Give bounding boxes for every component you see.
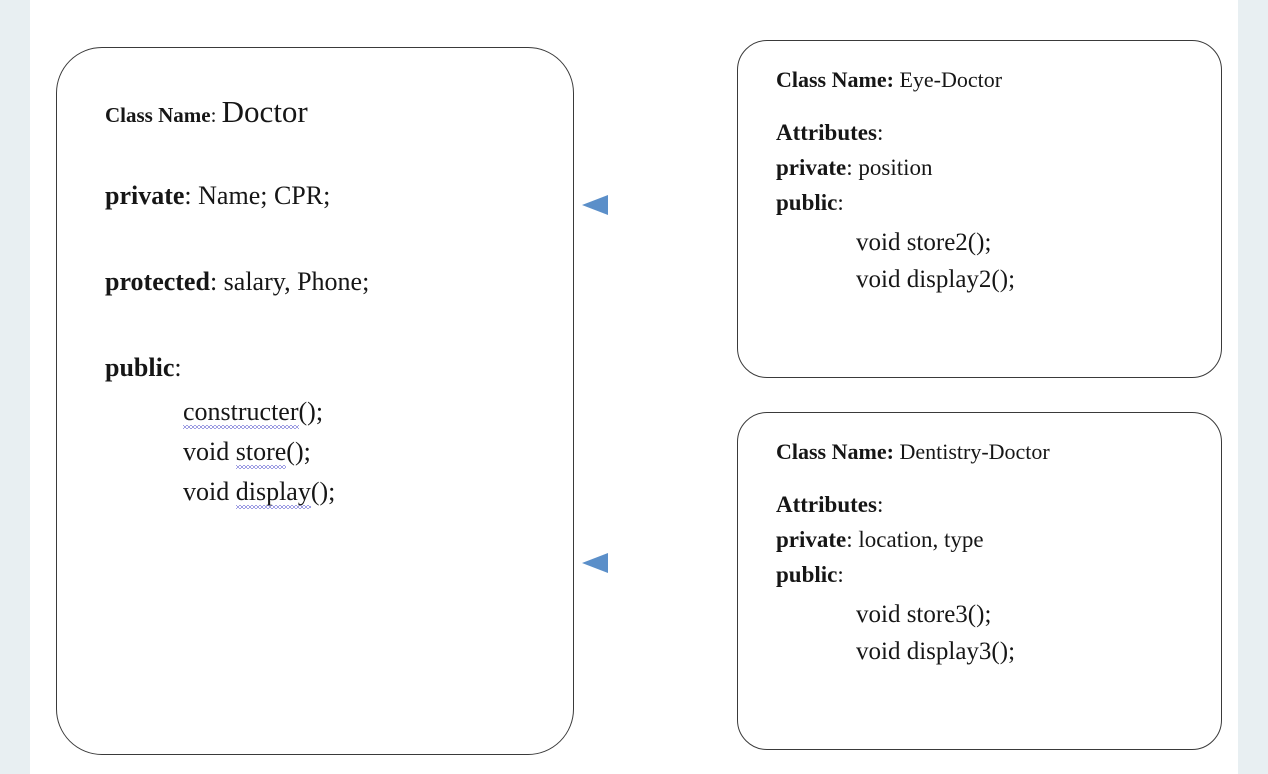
doctor-method-constructer: constructer(); <box>183 397 573 429</box>
doctor-protected-label: protected <box>105 267 210 296</box>
doctor-public-line: public: <box>105 355 573 381</box>
doctor-method-display-suffix: (); <box>310 477 336 506</box>
doctor-protected-value: salary, Phone; <box>223 267 370 296</box>
class-box-eye-doctor[interactable]: Class Name: Eye-Doctor Attributes: priva… <box>737 40 1222 378</box>
eye-attributes-separator: : <box>876 120 884 145</box>
doctor-public-separator: : <box>174 353 182 382</box>
eye-class-name-value: Eye-Doctor <box>893 67 1003 92</box>
doctor-method-display-name: display <box>235 477 311 509</box>
doctor-method-constructer-suffix: (); <box>298 397 324 426</box>
doctor-class-name-label: Class Name <box>105 103 211 127</box>
doctor-method-store-suffix: (); <box>286 437 311 466</box>
class-box-dentistry-doctor[interactable]: Class Name: Dentistry-Doctor Attributes:… <box>737 412 1222 750</box>
doctor-class-name-value: Doctor <box>221 94 308 129</box>
dentistry-attributes-line: Attributes: <box>776 493 1221 516</box>
doctor-public-label: public <box>105 353 175 382</box>
eye-public-line: public: <box>776 191 1221 214</box>
eye-public-separator: : <box>837 190 844 215</box>
eye-class-name-label: Class Name: <box>776 67 894 92</box>
doctor-method-display-prefix: void <box>183 477 236 506</box>
doctor-method-display: void display(); <box>183 477 573 509</box>
class-box-eye-doctor-content: Class Name: Eye-Doctor Attributes: priva… <box>738 41 1221 377</box>
dentistry-class-name-label: Class Name: <box>776 439 894 464</box>
doctor-private-line: private: Name; CPR; <box>105 183 573 209</box>
dentistry-method-store3: void store3(); <box>856 601 992 628</box>
eye-method-store2: void store2(); <box>856 229 992 256</box>
arrow-eye-doctor-to-doctor <box>580 190 740 220</box>
dentistry-attributes-label: Attributes <box>776 492 877 517</box>
eye-private-value: position <box>852 155 933 180</box>
eye-method-display2: void display2(); <box>856 266 1016 293</box>
doctor-private-label: private <box>105 181 185 210</box>
doctor-method-constructer-name: constructer <box>183 397 299 429</box>
eye-attributes-label: Attributes <box>776 120 877 145</box>
doctor-class-name-line: Class Name: Doctor <box>105 96 573 127</box>
arrow-dentistry-doctor-to-doctor <box>580 548 740 578</box>
doctor-private-separator: : <box>184 181 192 210</box>
dentistry-attributes-separator: : <box>876 492 884 517</box>
dentistry-private-separator: : <box>846 527 853 552</box>
dentistry-private-label: private <box>776 527 847 552</box>
dentistry-class-name-line: Class Name: Dentistry-Doctor <box>776 441 1221 463</box>
dentistry-public-line: public: <box>776 563 1221 586</box>
class-box-dentistry-doctor-content: Class Name: Dentistry-Doctor Attributes:… <box>738 413 1221 749</box>
dentistry-private-value: location, type <box>852 527 984 552</box>
eye-attributes-line: Attributes: <box>776 121 1221 144</box>
doctor-method-store-prefix: void <box>183 437 236 466</box>
dentistry-method-display3: void display3(); <box>856 638 1016 665</box>
eye-private-line: private: position <box>776 156 1221 179</box>
doctor-method-store-name: store <box>235 437 287 469</box>
doctor-private-value: Name; CPR; <box>198 181 331 210</box>
class-box-doctor[interactable]: Class Name: Doctor private: Name; CPR; p… <box>56 47 574 755</box>
eye-public-label: public <box>776 190 838 215</box>
dentistry-class-name-value: Dentistry-Doctor <box>893 439 1050 464</box>
doctor-method-store: void store(); <box>183 437 573 469</box>
dentistry-private-line: private: location, type <box>776 528 1221 551</box>
dentistry-public-separator: : <box>837 562 844 587</box>
doctor-protected-line: protected: salary, Phone; <box>105 269 573 295</box>
doctor-class-name-separator: : <box>210 103 217 127</box>
class-box-doctor-content: Class Name: Doctor private: Name; CPR; p… <box>57 48 573 754</box>
eye-class-name-line: Class Name: Eye-Doctor <box>776 69 1221 91</box>
eye-private-label: private <box>776 155 847 180</box>
dentistry-public-label: public <box>776 562 838 587</box>
doctor-protected-separator: : <box>209 267 218 296</box>
eye-private-separator: : <box>846 155 853 180</box>
